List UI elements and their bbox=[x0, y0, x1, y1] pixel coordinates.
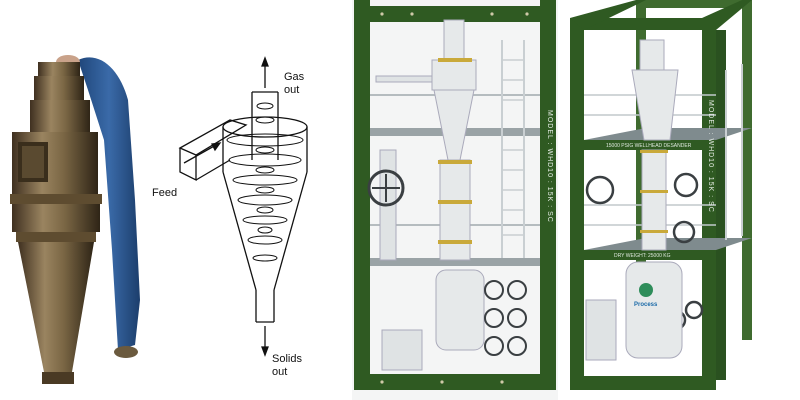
process-logo-text: Process bbox=[634, 302, 658, 308]
photo-cyclone-held-by-person bbox=[0, 0, 150, 400]
skid-header-text: 15000 PSIG WELLHEAD DESANDER bbox=[606, 143, 692, 149]
wellhead-desander-skid-front: MODEL : WHD10 : 15K : SC bbox=[352, 0, 558, 400]
feed-label: Feed bbox=[152, 187, 177, 199]
skid-3d-model-label: MODEL : WHD10 : 15K : SC bbox=[707, 100, 714, 213]
skid-front-model-label: MODEL : WHD10 : 15K : SC bbox=[546, 110, 553, 223]
skid-weight-text: DRY WEIGHT: 25000 KG bbox=[614, 253, 671, 259]
wellhead-desander-skid-3d: 15000 PSIG WELLHEAD DESANDER DRY WEIGHT:… bbox=[566, 0, 766, 400]
